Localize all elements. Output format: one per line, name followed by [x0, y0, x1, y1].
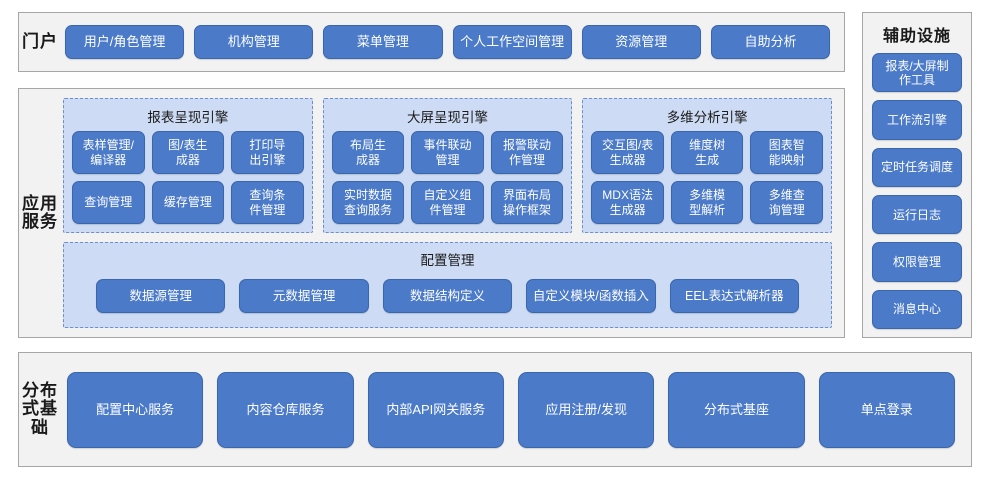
node-cache-management[interactable]: 缓存管理	[151, 181, 225, 224]
portal-node-resource-management[interactable]: 资源管理	[581, 25, 701, 59]
node-query-management[interactable]: 查询管理	[72, 181, 145, 224]
distributed-base-node-list: 配置中心服务 内容仓库服务 内部API网关服务 应用注册/发现 分布式基座 单点…	[61, 353, 971, 466]
node-chart-table-generator[interactable]: 图/表生 成器	[151, 131, 225, 174]
engine-group-report-rendering: 报表呈现引擎 表样管理/ 编译器 图/表生 成器 打印导 出引擎 查询管理 缓存…	[63, 98, 313, 233]
application-service-tier-label-text: 应用服务	[22, 193, 58, 231]
node-application-registration-discovery[interactable]: 应用注册/发现	[517, 371, 655, 448]
node-multidimensional-query-management[interactable]: 多维查 询管理	[750, 181, 823, 224]
node-distributed-foundation[interactable]: 分布式基座	[668, 371, 805, 448]
portal-tier-label: 门户	[19, 31, 61, 51]
config-management-node-list: 数据源管理 元数据管理 数据结构定义 自定义模块/函数插入 EEL表达式解析器	[74, 274, 821, 318]
auxiliary-facilities-title: 辅助设施	[882, 28, 951, 45]
node-chart-intelligent-mapping[interactable]: 图表智 能映射	[750, 131, 823, 174]
portal-node-list: 用户/角色管理 机构管理 菜单管理 个人工作空间管理 资源管理 自助分析	[61, 13, 844, 71]
portal-node-personal-workspace-management[interactable]: 个人工作空间管理	[452, 25, 572, 59]
application-service-body: 报表呈现引擎 表样管理/ 编译器 图/表生 成器 打印导 出引擎 查询管理 缓存…	[61, 89, 844, 337]
node-custom-module-function-insertion[interactable]: 自定义模块/函数插入	[526, 279, 656, 313]
node-interactive-chart-table-generator[interactable]: 交互图/表 生成器	[591, 131, 664, 174]
node-realtime-data-query-service[interactable]: 实时数据 查询服务	[331, 181, 405, 224]
node-permission-management[interactable]: 权限管理	[872, 242, 962, 282]
engine-group-report-rendering-nodes: 表样管理/ 编译器 图/表生 成器 打印导 出引擎 查询管理 缓存管理 查询条 …	[72, 131, 304, 224]
node-workflow-engine[interactable]: 工作流引擎	[872, 100, 962, 140]
distributed-base-tier-label: 分布式基础	[19, 353, 61, 466]
node-mdx-syntax-generator[interactable]: MDX语法 生成器	[591, 181, 664, 224]
auxiliary-facilities-panel: 辅助设施 报表/大屏制 作工具 工作流引擎 定时任务调度 运行日志 权限管理 消…	[862, 12, 972, 338]
node-message-center[interactable]: 消息中心	[872, 289, 962, 329]
portal-node-menu-management[interactable]: 菜单管理	[323, 25, 443, 59]
node-dimension-tree-generation[interactable]: 维度树 生成	[670, 131, 744, 174]
engine-group-large-screen-rendering: 大屏呈现引擎 布局生 成器 事件联动 管理 报警联动 作管理 实时数据 查询服务…	[322, 98, 573, 233]
node-print-export-engine[interactable]: 打印导 出引擎	[231, 131, 304, 174]
node-layout-generator[interactable]: 布局生 成器	[331, 131, 405, 174]
portal-node-user-role-management[interactable]: 用户/角色管理	[65, 25, 185, 59]
portal-node-self-service-analysis[interactable]: 自助分析	[710, 25, 831, 59]
node-config-center-service[interactable]: 配置中心服务	[67, 371, 204, 448]
node-ui-layout-operation-framework[interactable]: 界面布局 操作框架	[490, 181, 564, 224]
portal-tier-panel: 门户 用户/角色管理 机构管理 菜单管理 个人工作空间管理 资源管理 自助分析	[18, 12, 845, 72]
portal-node-organization-management[interactable]: 机构管理	[194, 25, 314, 59]
node-custom-component-management[interactable]: 自定义组 件管理	[411, 181, 484, 224]
node-metadata-management[interactable]: 元数据管理	[239, 279, 369, 313]
node-internal-api-gateway-service[interactable]: 内部API网关服务	[367, 371, 504, 448]
node-multidimensional-model-parsing[interactable]: 多维模 型解析	[670, 181, 744, 224]
node-event-linkage-management[interactable]: 事件联动 管理	[411, 131, 484, 174]
distributed-base-tier-label-text: 分布式基础	[22, 380, 58, 437]
config-management-title: 配置管理	[420, 253, 475, 268]
node-datasource-management[interactable]: 数据源管理	[96, 279, 226, 313]
node-content-repository-service[interactable]: 内容仓库服务	[217, 371, 354, 448]
engine-group-multidimensional-analysis-nodes: 交互图/表 生成器 维度树 生成 图表智 能映射 MDX语法 生成器 多维模 型…	[591, 131, 823, 224]
node-alarm-linkage-action-management[interactable]: 报警联动 作管理	[490, 131, 564, 174]
auxiliary-facilities-node-list: 报表/大屏制 作工具 工作流引擎 定时任务调度 运行日志 权限管理 消息中心	[872, 53, 962, 329]
config-management-group: 配置管理 数据源管理 元数据管理 数据结构定义 自定义模块/函数插入 EEL表达…	[63, 242, 832, 328]
node-report-template-management-compiler[interactable]: 表样管理/ 编译器	[72, 131, 145, 174]
node-scheduled-task-scheduling[interactable]: 定时任务调度	[872, 147, 962, 187]
engine-group-report-rendering-title: 报表呈现引擎	[147, 110, 229, 125]
node-data-structure-definition[interactable]: 数据结构定义	[382, 279, 513, 313]
engine-group-multidimensional-analysis-title: 多维分析引擎	[666, 110, 748, 125]
application-service-tier-label: 应用服务	[19, 89, 61, 337]
engine-group-large-screen-rendering-title: 大屏呈现引擎	[407, 110, 488, 125]
application-service-tier-panel: 应用服务 报表呈现引擎 表样管理/ 编译器 图/表生 成器 打印导 出引擎 查询…	[18, 88, 845, 338]
engine-group-multidimensional-analysis: 多维分析引擎 交互图/表 生成器 维度树 生成 图表智 能映射 MDX语法 生成…	[582, 98, 833, 233]
distributed-base-tier-panel: 分布式基础 配置中心服务 内容仓库服务 内部API网关服务 应用注册/发现 分布…	[18, 352, 972, 467]
node-single-sign-on[interactable]: 单点登录	[818, 371, 955, 448]
portal-tier-label-text: 门户	[22, 31, 58, 51]
engine-group-row: 报表呈现引擎 表样管理/ 编译器 图/表生 成器 打印导 出引擎 查询管理 缓存…	[63, 98, 833, 233]
node-runtime-log[interactable]: 运行日志	[872, 194, 962, 235]
node-query-condition-management[interactable]: 查询条 件管理	[231, 181, 304, 224]
node-eel-expression-parser[interactable]: EEL表达式解析器	[669, 279, 800, 313]
node-report-dashboard-authoring-tool[interactable]: 报表/大屏制 作工具	[872, 53, 962, 93]
engine-group-large-screen-rendering-nodes: 布局生 成器 事件联动 管理 报警联动 作管理 实时数据 查询服务 自定义组 件…	[331, 131, 564, 224]
